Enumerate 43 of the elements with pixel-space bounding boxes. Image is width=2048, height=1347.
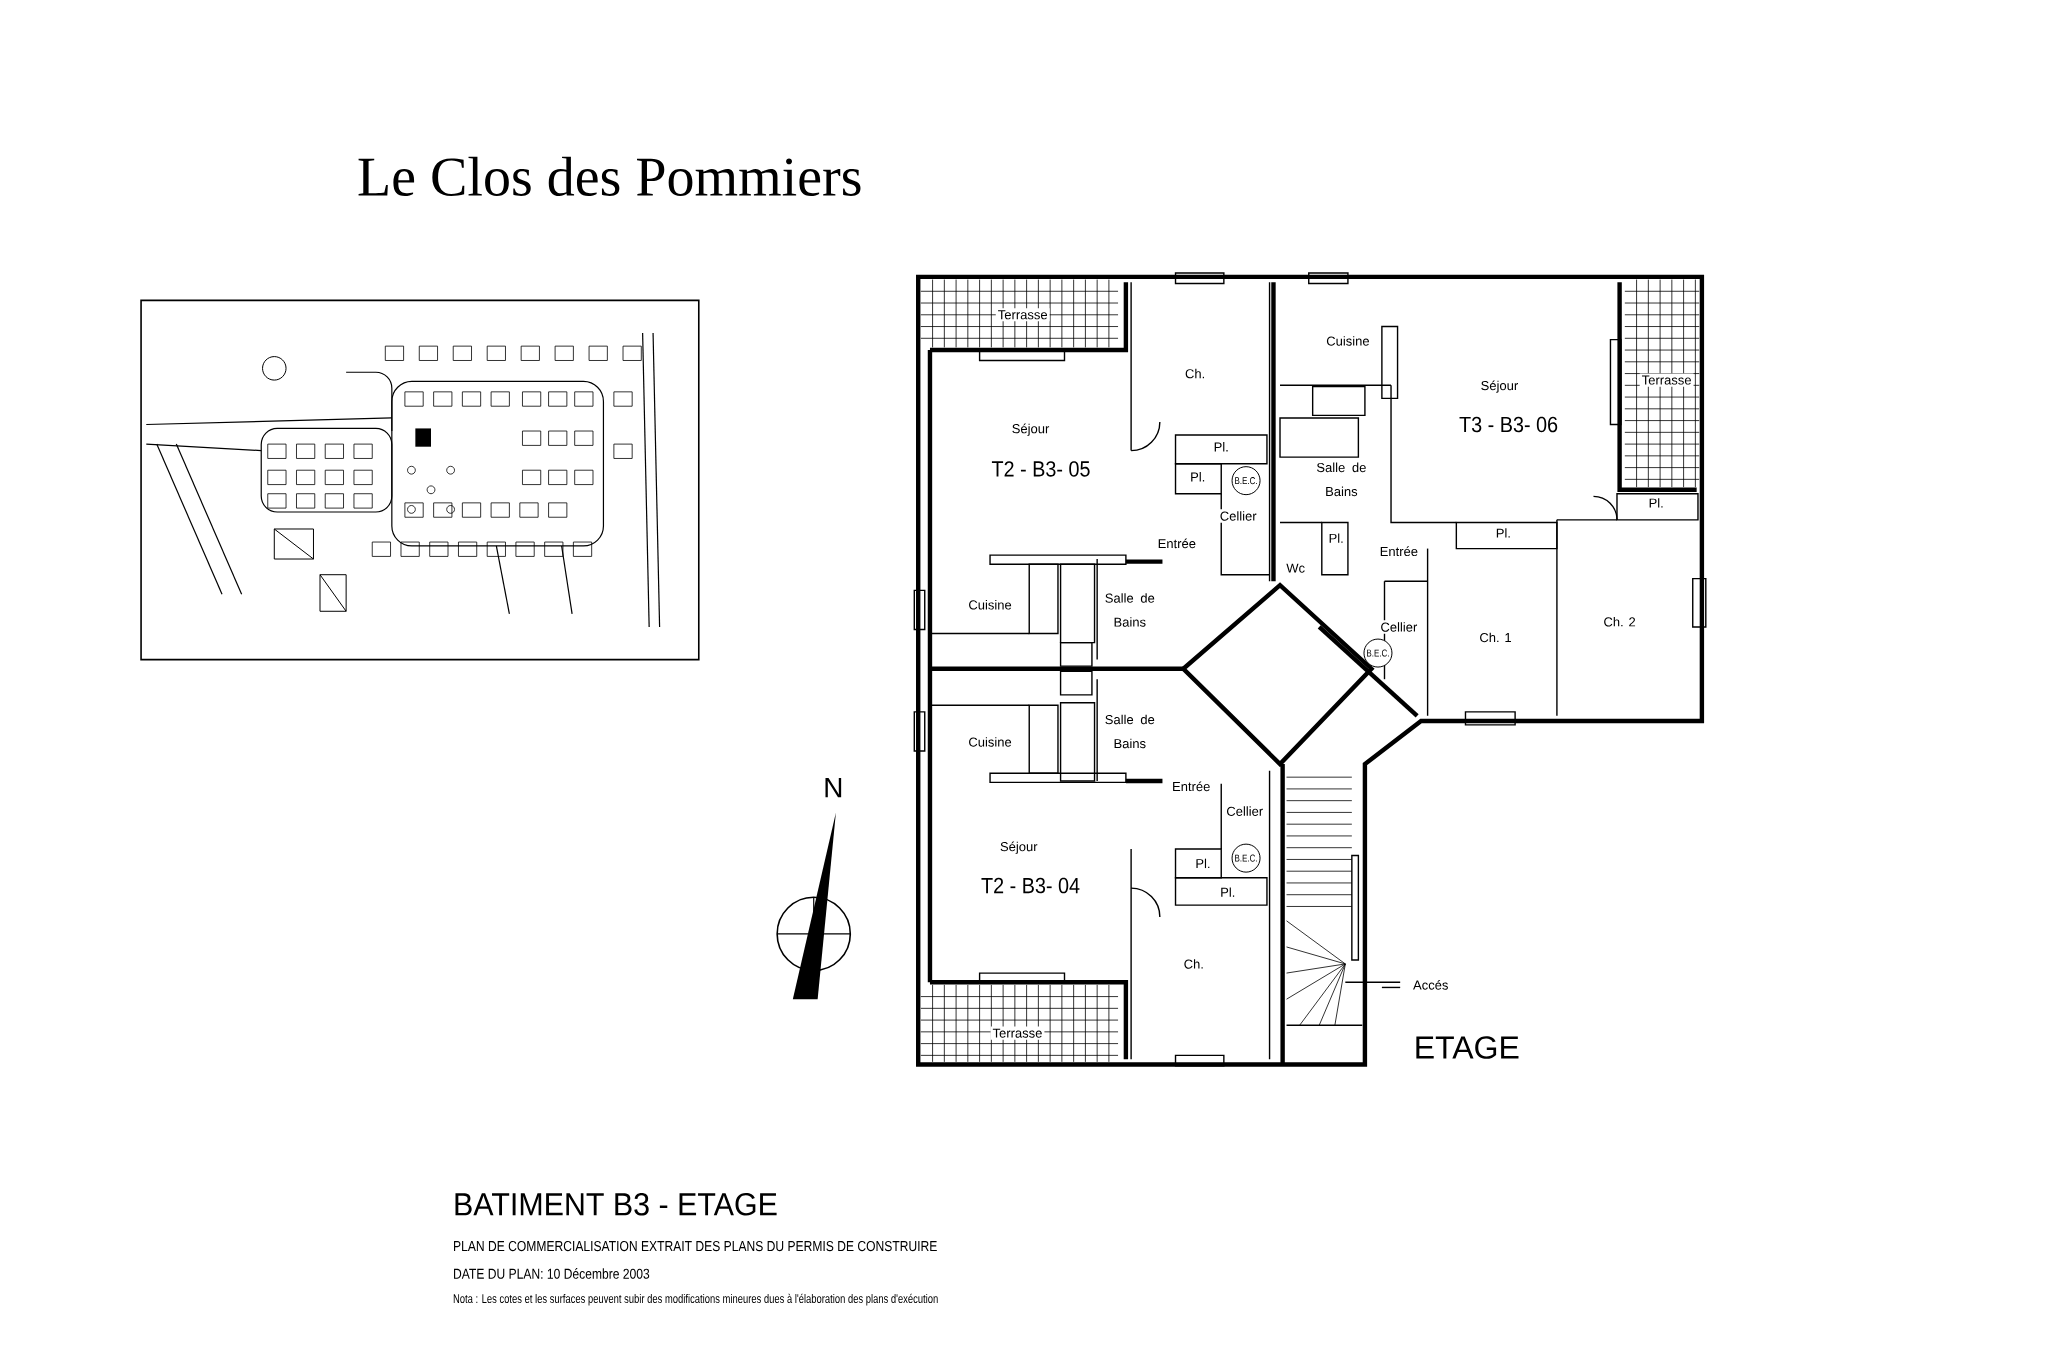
room-label: Pl.: [1218, 885, 1238, 899]
room-label: Cellier: [1224, 804, 1266, 819]
room-label: Séjour: [1478, 378, 1521, 395]
title: Le Clos des Pommiers: [358, 156, 861, 197]
room-label: Cuisine: [966, 598, 1014, 612]
room-label: Accés: [1411, 978, 1451, 992]
north-label: N: [825, 778, 842, 798]
room-label: Entrée: [1170, 779, 1213, 794]
caption-text: Nota : Les cotes et les surfaces peuvent subir des modifications mineures dues à l'élaboration des plans d'exécution: [453, 1293, 938, 1306]
unit-label: T2 - B3- 05: [989, 459, 1093, 479]
room-label: Ch.: [1181, 957, 1206, 971]
circled-label: B.E.C.: [1231, 843, 1261, 873]
caption-text: PLAN DE COMMERCIALISATION EXTRAIT DES PLANS DU PERMIS DE CONSTRUIRE: [454, 1241, 937, 1252]
room-label: Pl.: [1493, 526, 1513, 540]
room-label: Ch. 2: [1601, 615, 1638, 629]
circled-label: B.E.C.: [1231, 466, 1261, 496]
room-label: Cellier: [1378, 620, 1420, 634]
room-label: Séjour: [998, 839, 1040, 856]
caption-text: DATE DU PLAN: 10 Décembre 2003: [454, 1268, 650, 1280]
room-label: Terrasse: [995, 308, 1050, 322]
room-label: Cellier: [1217, 509, 1259, 523]
room-label: Cuisine: [966, 735, 1014, 749]
room-label: Séjour: [1009, 421, 1052, 439]
room-label: Pl.: [1326, 531, 1346, 546]
room-label: Pl.: [1193, 856, 1213, 871]
room-label: Pl.: [1646, 496, 1666, 510]
circled-label: B.E.C.: [1363, 638, 1393, 668]
room-label: Pl.: [1188, 470, 1208, 484]
room-label: Terrasse: [990, 1026, 1045, 1040]
room-label: Salle de Bains: [1101, 712, 1158, 751]
unit-label: T3 - B3- 06: [1457, 414, 1561, 435]
unit-label: T2 - B3- 04: [979, 875, 1083, 896]
room-label: Entrée: [1155, 536, 1198, 551]
floor-label: ETAGE: [1416, 1036, 1519, 1060]
caption-text: BATIMENT B3 - ETAGE: [455, 1193, 777, 1216]
room-label: Wc: [1284, 561, 1308, 575]
room-label: Ch. 1: [1477, 630, 1514, 645]
room-label: Pl.: [1211, 440, 1231, 454]
room-label: Ch.: [1183, 367, 1208, 381]
room-label: Cuisine: [1324, 334, 1372, 348]
room-label: Salle de Bains: [1101, 591, 1158, 629]
room-label: Entrée: [1377, 544, 1420, 559]
room-label: Salle de Bains: [1313, 460, 1370, 499]
